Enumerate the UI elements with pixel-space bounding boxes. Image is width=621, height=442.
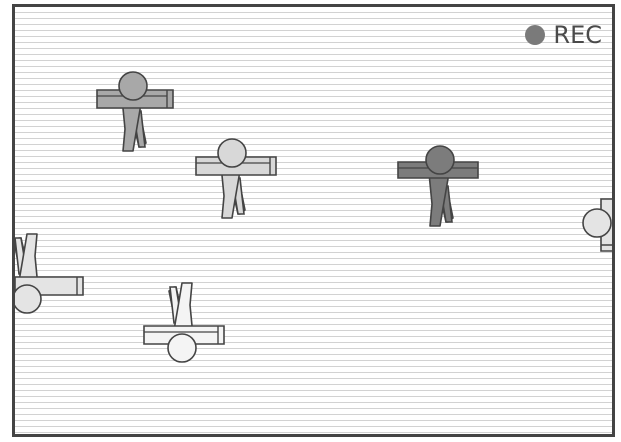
recording-label: REC bbox=[553, 21, 602, 49]
figure-4 bbox=[15, 234, 83, 313]
figure-1 bbox=[97, 72, 173, 151]
camera-viewport: REC bbox=[12, 4, 615, 437]
scene-canvas bbox=[15, 7, 612, 434]
figure-2 bbox=[196, 139, 276, 218]
figure-5 bbox=[144, 283, 224, 362]
figure-3 bbox=[398, 146, 478, 226]
record-dot-icon bbox=[525, 25, 545, 45]
figure-6 bbox=[583, 199, 612, 251]
recording-indicator: REC bbox=[525, 21, 602, 49]
